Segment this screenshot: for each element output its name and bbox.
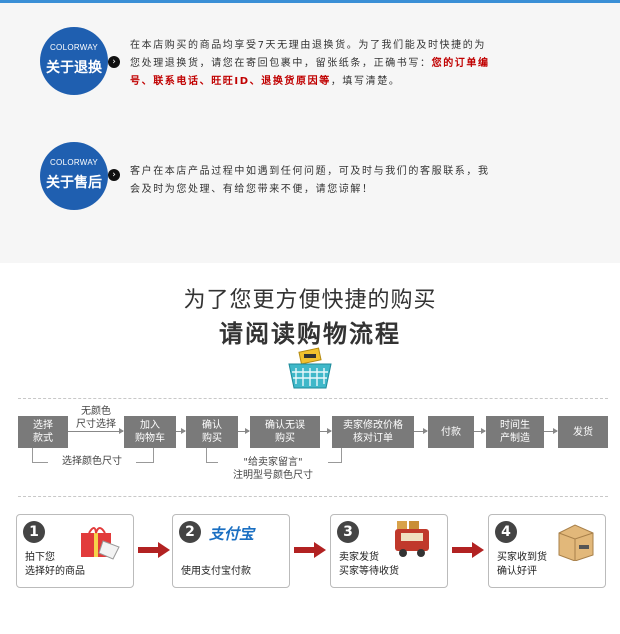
divider: [18, 496, 608, 497]
step-text: 卖家发货 买家等待收货: [339, 552, 399, 577]
returns-title: 关于退换: [46, 60, 102, 76]
flow-arrow: [68, 428, 124, 434]
step-number: 2: [179, 521, 201, 543]
step-card-1: 1 拍下您 选择好的商品: [16, 514, 134, 588]
returns-line1: 在本店购买的商品均享受7天无理由退换货。为了我们能及时快捷的为: [130, 40, 486, 51]
returns-brand: COLORWAY: [49, 43, 99, 52]
alipay-logo: 支付宝: [209, 525, 255, 543]
package-box-icon: [558, 524, 594, 561]
flow-subtitle: 请阅读购物流程: [219, 320, 401, 348]
returns-line2: 您处理退换货，请您在寄回包裹中，留张纸条，正确书写：您的订单编: [130, 58, 490, 69]
flow-step-ship: 发货: [558, 416, 608, 448]
divider: [18, 398, 608, 399]
next-arrow-icon: [138, 542, 170, 558]
flow-title: 为了您更方便快捷的购买: [183, 288, 437, 313]
step-text: 买家收到货 确认好评: [497, 552, 547, 577]
flow-step-confirm: 确认 购买: [186, 416, 238, 448]
flow-arrow: [320, 428, 332, 434]
returns-line3: 号、联系电话、旺旺ID、退换货原因等，填写清楚。: [130, 76, 401, 87]
aftersale-brand: COLORWAY: [49, 158, 99, 167]
aftersale-text: 客户在本店产品过程中如遇到任何问题，可及时与我们的客服联系，我 会及时为您处理、…: [130, 163, 610, 199]
aftersale-title: 关于售后: [46, 175, 102, 191]
top-accent-bar: [0, 0, 620, 3]
next-arrow-icon: [452, 542, 484, 558]
flow-arrow: [176, 428, 186, 434]
delivery-truck-icon: [395, 521, 429, 557]
step-text: 使用支付宝付款: [181, 566, 251, 577]
next-arrow-icon: [294, 542, 326, 558]
flow-step-select-style: 选择 款式: [18, 416, 68, 448]
arrow-right-icon: ›: [108, 169, 120, 181]
flow-arrow: [474, 428, 486, 434]
step-card-4: 4 买家收到货 确认好评: [488, 514, 606, 588]
flow-step-confirm-ok: 确认无误 购买: [250, 416, 320, 448]
flow-arrow: [414, 428, 428, 434]
label-no-color-size: 无颜色 尺寸选择: [76, 406, 116, 430]
shopping-basket-icon: [288, 347, 332, 389]
returns-text: 在本店购买的商品均享受7天无理由退换货。为了我们能及时快捷的为 您处理退换货，请…: [130, 37, 610, 91]
arrow-right-icon: ›: [108, 56, 120, 68]
step-number: 3: [337, 521, 359, 543]
aftersale-line1: 客户在本店产品过程中如遇到任何问题，可及时与我们的客服联系，我: [130, 166, 490, 177]
label-select-color-size: 选择颜色尺寸: [48, 455, 136, 468]
aftersale-line2: 会及时为您处理、有给您带来不便，请您谅解！: [130, 184, 374, 195]
flow-step-add-cart: 加入 购物车: [124, 416, 176, 448]
flow-step-produce: 时间生 产制造: [486, 416, 544, 448]
label-leave-message: "给卖家留言" 注明型号颜色尺寸: [218, 456, 328, 482]
gift-tag-icon: [81, 527, 120, 560]
step-number: 4: [495, 521, 517, 543]
flow-step-pay: 付款: [428, 416, 474, 448]
flow-arrow: [238, 428, 250, 434]
policy-section: COLORWAY 关于退换 › 在本店购买的商品均享受7天无理由退换货。为了我们…: [0, 3, 620, 263]
step-text: 拍下您 选择好的商品: [25, 552, 85, 577]
aftersale-badge: COLORWAY 关于售后: [40, 142, 108, 210]
flow-step-seller-edit: 卖家修改价格 核对订单: [332, 416, 414, 448]
step-number: 1: [23, 521, 45, 543]
step-card-3: 3 卖家发货 买家等待收货: [330, 514, 448, 588]
step-card-2: 2 支付宝 使用支付宝付款: [172, 514, 290, 588]
returns-badge: COLORWAY 关于退换: [40, 27, 108, 95]
flow-arrow: [544, 428, 558, 434]
